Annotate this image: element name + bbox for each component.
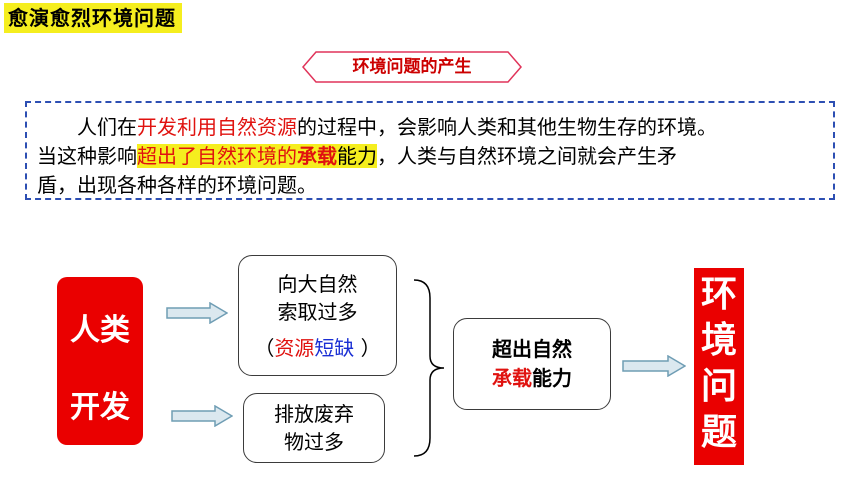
result-char: 问 (700, 366, 737, 407)
box-line: 向大自然 (277, 272, 358, 296)
text-run-red: 开发利用自然资源 (137, 115, 297, 139)
arrow-right-icon (622, 355, 686, 377)
capacity-red-text: 承载 (492, 366, 532, 390)
text-run: 盾，出现各种各样的环境问题。 (37, 173, 317, 197)
result-char: 境 (700, 320, 737, 361)
right-brace-icon (413, 279, 445, 457)
human-label: 人类 (70, 313, 130, 348)
text-run-red-bold-highlight: 承载 (297, 144, 337, 168)
banner-shape (302, 51, 522, 83)
paragraph-line-2: 当这种影响超出了自然环境的承载能力，人类与自然环境之间就会产生矛 (37, 142, 823, 171)
environmental-problem-box: 环 境 问 题 (694, 268, 744, 465)
text-run: 当这种影响 (37, 144, 137, 168)
development-label: 开发 (70, 390, 130, 425)
text-run-highlight: 能力 (337, 144, 377, 168)
excess-waste-box: 排放废弃 物过多 (243, 393, 385, 463)
box-line: 排放废弃 (274, 402, 354, 426)
paren: （ (254, 336, 275, 360)
result-char: 环 (700, 274, 737, 315)
resource-text: 资源 (274, 336, 315, 360)
human-development-box: 人类 开发 (57, 277, 143, 445)
paragraph-line-3: 盾，出现各种各样的环境问题。 (37, 171, 823, 200)
text-run: 人们在 (37, 115, 137, 139)
text-run: 的过程中，会影响人类和其他生物生存的环境。 (297, 115, 717, 139)
resource-shortage-note: （资源短缺 ） (239, 334, 396, 362)
exceed-capacity-box: 超出自然 承载能力 (453, 318, 611, 410)
section-title-banner: 环境问题的产生 (302, 51, 522, 83)
over-extraction-box: 向大自然 索取过多 （资源短缺 ） (238, 255, 397, 376)
box-line: 超出自然 (492, 337, 572, 361)
text-run-red-highlight: 超出了自然环境的 (137, 144, 297, 168)
page-title: 愈演愈烈环境问题 (4, 3, 182, 33)
box-line: 承载能力 (454, 364, 610, 393)
section-title: 环境问题的产生 (352, 57, 472, 77)
text-run: ，人类与自然环境之间就会产生矛 (377, 144, 677, 168)
intro-paragraph: 人们在开发利用自然资源的过程中，会影响人类和其他生物生存的环境。 当这种影响超出… (25, 101, 835, 200)
box-line: 索取过多 (277, 300, 358, 324)
box-line: 物过多 (284, 430, 344, 454)
result-char: 题 (700, 412, 737, 453)
paragraph-line-1: 人们在开发利用自然资源的过程中，会影响人类和其他生物生存的环境。 (37, 113, 823, 142)
shortage-text: 短缺 (314, 336, 355, 360)
capacity-text: 能力 (532, 366, 572, 390)
arrow-right-icon (166, 302, 228, 324)
arrow-right-icon (171, 405, 233, 427)
paren: ） (354, 336, 381, 360)
